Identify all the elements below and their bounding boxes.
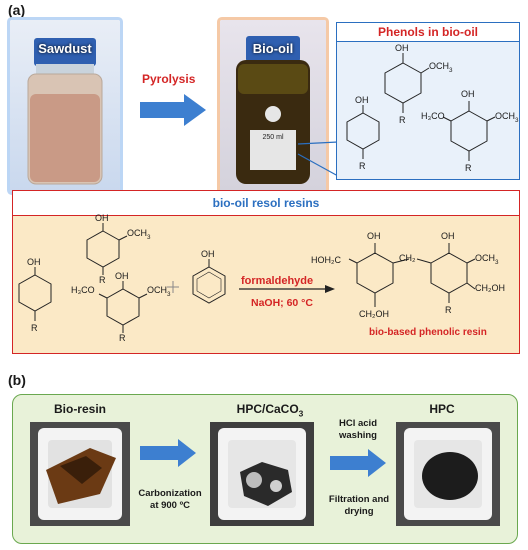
sawdust-title: Sawdust [38,41,92,56]
phenol1-oh: OH [395,43,409,53]
bio-resin-tray [30,422,130,526]
phenols-box: Phenols in bio-oil OH OCH3 R OH R OH H₃C… [336,22,520,180]
product-hoh2c: HOH₂C [311,255,341,265]
connector-lines [297,141,339,177]
product-label: bio-based phenolic resin [369,327,487,338]
panel-a-label: (a) [8,2,26,18]
product-ch2oh2: CH₂OH [475,283,505,293]
phenol2-r: R [359,161,366,171]
phenol-structures [346,53,496,161]
resol-box-title: bio-oil resol resins [13,191,519,216]
conditions-label: NaOH; 60 °C [251,297,313,309]
resol-syringol-h3co: H₃CO [71,285,95,295]
product-ch2oh1: CH₂OH [359,309,389,319]
product-och3: OCH3 [475,253,499,266]
resol-syringol-oh: OH [115,271,129,281]
hpc-title: HPC [429,402,455,416]
resol-phenol-r: R [31,323,38,333]
phenol3-och3: OCH3 [495,111,519,124]
product-r: R [445,305,452,315]
resol-phenol-oh: OH [27,257,41,267]
pyrolysis-arrow [140,94,206,126]
filtration-label: Filtration and drying [328,494,390,517]
resol-guaiacol-och3: OCH3 [127,228,151,241]
hpc-tray [396,422,500,526]
phenol3-oh: OH [461,89,475,99]
pyrolysis-label: Pyrolysis [142,72,196,86]
biooil-photo: Bio-oil 250 ml [220,20,326,192]
resol-guaiacol-r: R [99,275,106,285]
resol-syringol-och3: OCH3 [147,285,171,298]
biooil-jar-image [236,36,310,184]
carbonization-arrow [140,439,196,467]
bio-resin-title: Bio-resin [53,402,106,416]
phenol3-h3co: H₃CO [421,111,445,121]
carbonization-label: Carbonization at 900 ºC [138,488,202,511]
product-oh1: OH [367,231,381,241]
resol-phenol2-oh: OH [201,249,215,259]
jar-volume-label: 250 ml [262,134,284,141]
phenol1-och3: OCH3 [429,61,453,74]
product-ch2-bridge: CH₂ [399,253,416,263]
reagent-label: formaldehyde [241,275,314,287]
resol-box: bio-oil resol resins [12,190,520,354]
biooil-title: Bio-oil [252,41,294,56]
phenol3-r: R [465,163,472,173]
phenol2-oh: OH [355,95,369,105]
sawdust-jar-image [27,38,103,185]
washing-arrow [330,449,386,477]
sawdust-photo: Sawdust [10,20,120,192]
resol-syringol-r: R [119,333,126,343]
product-oh2: OH [441,231,455,241]
phenols-box-title: Phenols in bio-oil [337,23,519,42]
resol-structures [18,223,476,333]
hpc-caco3-tray [210,422,314,526]
panel-b-label: (b) [8,372,26,388]
phenol1-r: R [399,115,406,125]
acid-washing-label: HCl acid washing [338,418,377,441]
resol-guaiacol-oh: OH [95,213,109,223]
hpc-caco3-title: HPC/CaCO3 [236,402,304,419]
